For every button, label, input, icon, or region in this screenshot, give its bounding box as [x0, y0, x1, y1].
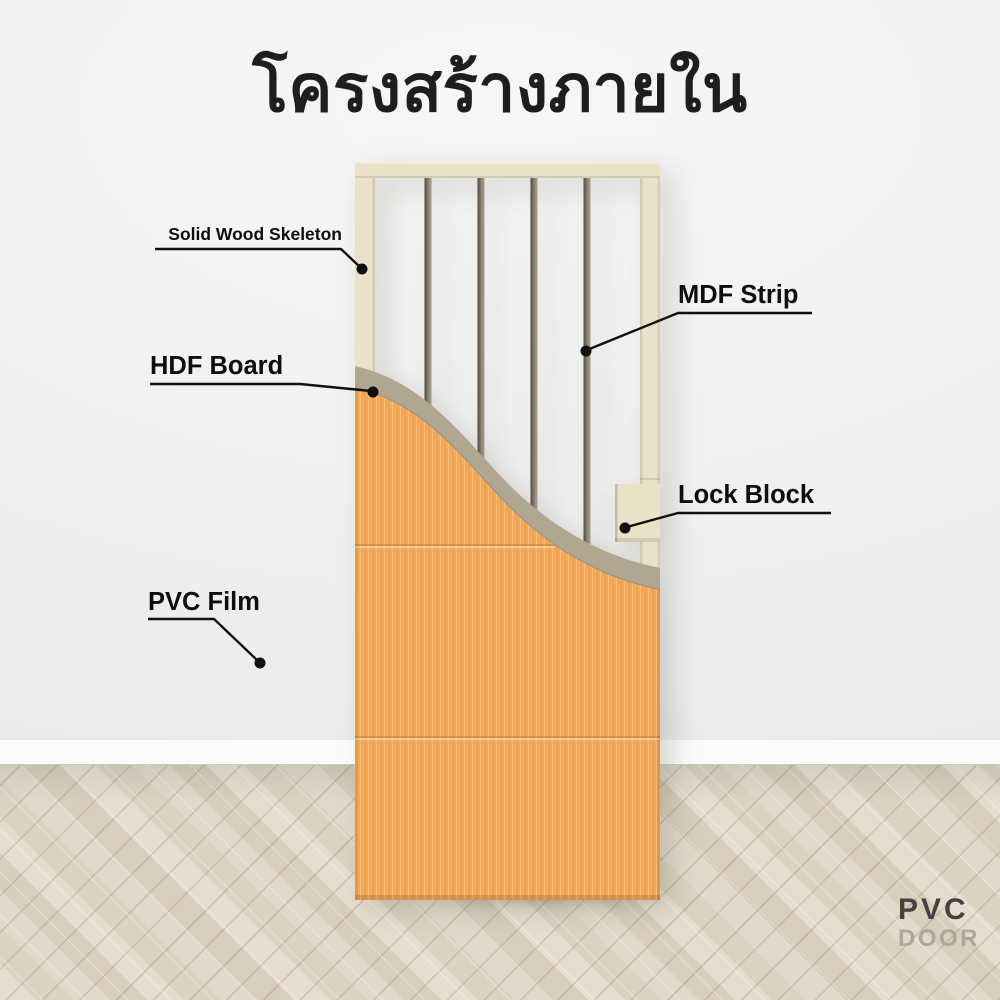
mdf-strip-1	[424, 176, 432, 596]
mdf-strip-3	[530, 176, 538, 596]
mdf-strips	[424, 176, 591, 596]
lock-block-left-edge	[615, 484, 618, 542]
frame-top-rail	[355, 162, 660, 178]
pvc-film-grain	[355, 388, 660, 900]
label-hdf-board: HDF Board	[150, 352, 284, 380]
mdf-strip-4	[583, 176, 591, 596]
top-rail-highlight	[355, 162, 660, 164]
label-solid-wood-skeleton: Solid Wood Skeleton	[168, 224, 342, 244]
label-lock-block: Lock Block	[678, 481, 815, 509]
film-right-edge-shade	[657, 590, 660, 900]
right-stile-inner-edge	[640, 162, 643, 592]
left-stile-inner-edge	[372, 162, 375, 392]
right-stile-outer-shade	[657, 162, 660, 592]
label-mdf-strip: MDF Strip	[678, 281, 799, 309]
door-cutaway-illustration	[354, 162, 661, 900]
lock-block-body	[615, 484, 660, 542]
lock-block-bottom-shade	[615, 538, 660, 542]
hdf-board-band	[355, 366, 660, 590]
brand-logo-line2: DOOR	[898, 924, 980, 952]
film-bottom-edge-shade	[355, 895, 660, 900]
pvc-film-seams	[355, 388, 660, 900]
parquet-floor	[0, 765, 1000, 1000]
page-title: โครงสร้างภายใน	[252, 51, 748, 125]
label-pvc-film: PVC Film	[148, 588, 260, 616]
brand-logo-line1: PVC	[898, 893, 969, 926]
lock-block	[615, 484, 660, 542]
left-stile	[355, 162, 375, 392]
right-stile-joint-line	[640, 478, 660, 480]
brand-logo: PVC DOOR	[898, 894, 978, 951]
top-rail-inner-edge	[355, 176, 660, 178]
top-rail	[355, 162, 660, 178]
pvc-film-layer	[355, 388, 660, 900]
mdf-strip-2	[477, 176, 485, 596]
film-left-edge-shade	[355, 388, 358, 900]
